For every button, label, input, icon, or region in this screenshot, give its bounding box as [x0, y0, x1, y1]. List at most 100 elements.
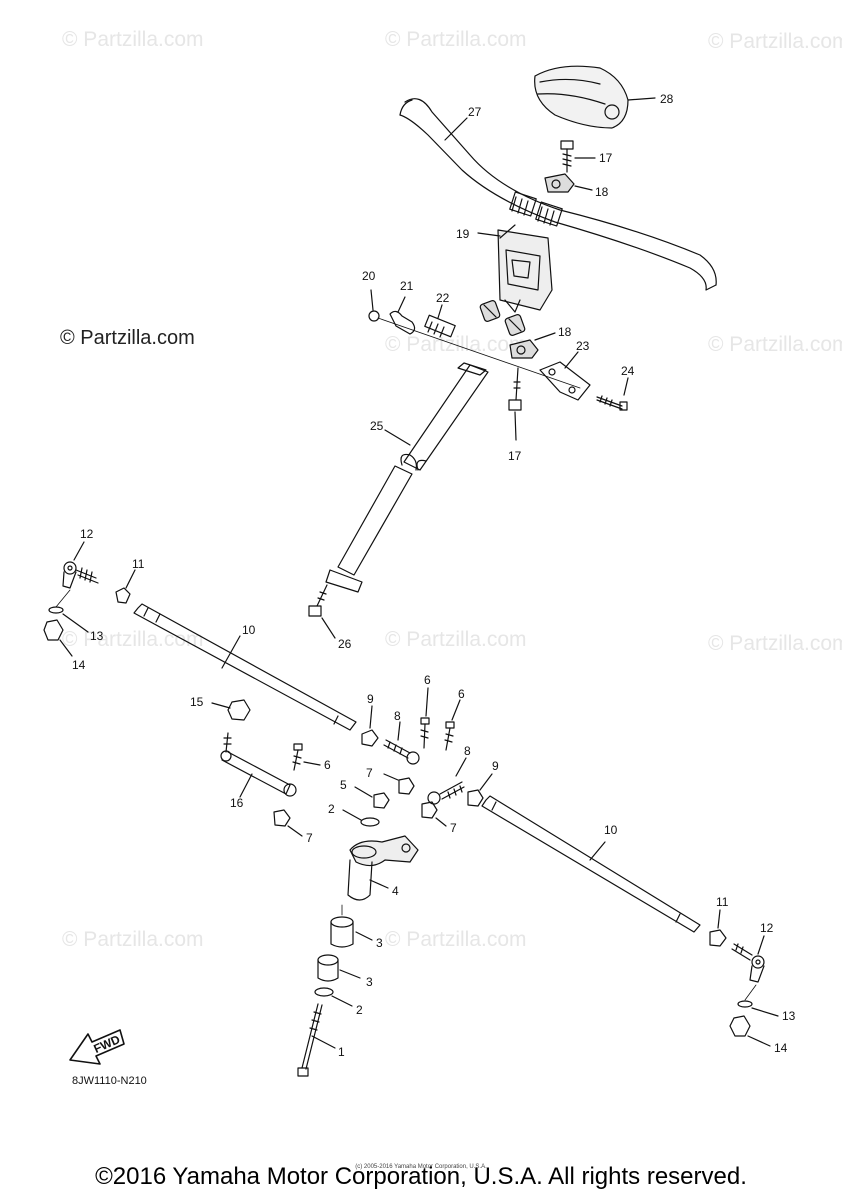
watermark: © Partzilla.com — [708, 632, 842, 655]
callout-18: 18 — [595, 185, 609, 199]
callout-7: 7 — [366, 766, 373, 780]
callout-11b: 11 — [716, 895, 729, 909]
steering-arm-part — [347, 835, 419, 901]
washer-part — [48, 606, 89, 633]
link-part — [389, 296, 416, 335]
nut-part — [709, 909, 727, 947]
copyright-footer: ©2016 Yamaha Motor Corporation, U.S.A. A… — [95, 1163, 747, 1190]
nut-part — [273, 809, 303, 837]
nut-part — [467, 773, 493, 807]
bushing-part — [317, 954, 361, 982]
bushing-part — [330, 916, 373, 948]
nut-part — [115, 569, 136, 604]
callout-8b: 8 — [464, 744, 471, 758]
tie-rod-part — [133, 603, 357, 731]
callout-19: 19 — [456, 227, 470, 241]
fwd-label: FWD — [91, 1032, 122, 1056]
plate-part — [539, 351, 591, 401]
watermark: © Partzilla.com — [62, 28, 204, 51]
steering-column-part — [325, 362, 489, 593]
callout-14: 14 — [72, 658, 86, 672]
nut-part — [211, 699, 251, 721]
callout-28: 28 — [660, 92, 674, 106]
callout-2: 2 — [328, 802, 335, 816]
callout-27: 27 — [468, 105, 482, 119]
washer-part — [314, 987, 353, 1007]
bolt-part — [308, 584, 336, 639]
callout-12b: 12 — [760, 921, 774, 935]
column-bracket-part — [477, 224, 553, 313]
callout-9b: 9 — [492, 759, 499, 773]
handlebar-pad-part — [534, 65, 656, 129]
callout-12: 12 — [80, 527, 94, 541]
clamp-part — [479, 300, 526, 336]
bolt-part — [297, 1003, 336, 1077]
watermark: © Partzilla.com — [385, 628, 527, 651]
callout-13: 13 — [90, 629, 104, 643]
callout-16: 16 — [230, 796, 244, 810]
bolt-part — [596, 377, 629, 411]
callout-11: 11 — [132, 557, 145, 571]
callout-13b: 13 — [782, 1009, 796, 1023]
callout-3b: 3 — [366, 975, 373, 989]
bolt-part — [424, 304, 456, 338]
nut-part — [368, 289, 380, 322]
callout-6b: 6 — [458, 687, 465, 701]
callout-8: 8 — [394, 709, 401, 723]
callout-17: 17 — [599, 151, 613, 165]
brand-watermark: © Partzilla.com — [60, 327, 195, 349]
diagram-code: 8JW1110-N210 — [72, 1075, 147, 1087]
callout-5: 5 — [340, 778, 347, 792]
callout-6: 6 — [424, 673, 431, 687]
callout-20: 20 — [362, 269, 376, 283]
bolt-part — [444, 699, 461, 751]
callout-2b: 2 — [356, 1003, 363, 1017]
watermark: © Partzilla.com — [62, 928, 204, 951]
tie-rod-part — [481, 795, 701, 933]
callout-18b: 18 — [558, 325, 572, 339]
rod-end-part — [427, 757, 467, 805]
callout-24: 24 — [621, 364, 635, 378]
nut-part — [354, 786, 390, 809]
callout-10b: 10 — [604, 823, 618, 837]
handlebar-holder-part — [544, 173, 593, 193]
nut-part — [383, 773, 415, 795]
callout-14b: 14 — [774, 1041, 788, 1055]
watermark: © Partzilla.com — [385, 928, 527, 951]
bolt-part — [508, 367, 522, 441]
callout-1: 1 — [338, 1045, 345, 1059]
handlebar-part — [399, 98, 717, 291]
nut-part — [361, 705, 379, 747]
forward-arrow-icon — [69, 1029, 125, 1065]
watermark: © Partzilla.com — [708, 333, 842, 356]
callout-4: 4 — [392, 884, 399, 898]
callout-21: 21 — [400, 279, 414, 293]
nut-part — [421, 801, 447, 827]
bolt-part — [292, 743, 321, 771]
callout-22: 22 — [436, 291, 450, 305]
callout-9: 9 — [367, 692, 374, 706]
washer-part — [737, 1000, 779, 1017]
watermark: © Partzilla.com — [385, 333, 527, 356]
callout-6c: 6 — [324, 758, 331, 772]
tie-rod-end-part — [731, 935, 765, 983]
callout-7b: 7 — [306, 831, 313, 845]
drag-link-part — [220, 732, 297, 798]
rod-end-part — [383, 721, 420, 765]
callout-10: 10 — [242, 623, 256, 637]
bolt-part — [560, 140, 596, 173]
nut-part — [43, 619, 73, 657]
handlebar-holder-part — [509, 332, 556, 359]
bolt-part — [420, 687, 430, 749]
fine-print: (c) 2005-2016 Yamaha Motor Corporation, … — [355, 1164, 487, 1170]
callout-7c: 7 — [450, 821, 457, 835]
callout-26: 26 — [338, 637, 352, 651]
watermark: © Partzilla.com — [708, 30, 842, 53]
callout-3: 3 — [376, 936, 383, 950]
tie-rod-end-part — [62, 541, 99, 589]
callout-numbers: 28 27 17 18 19 20 21 22 18 23 24 25 17 1… — [72, 92, 796, 1059]
callout-23: 23 — [576, 339, 590, 353]
callout-15: 15 — [190, 695, 204, 709]
watermark: © Partzilla.com — [62, 628, 204, 651]
